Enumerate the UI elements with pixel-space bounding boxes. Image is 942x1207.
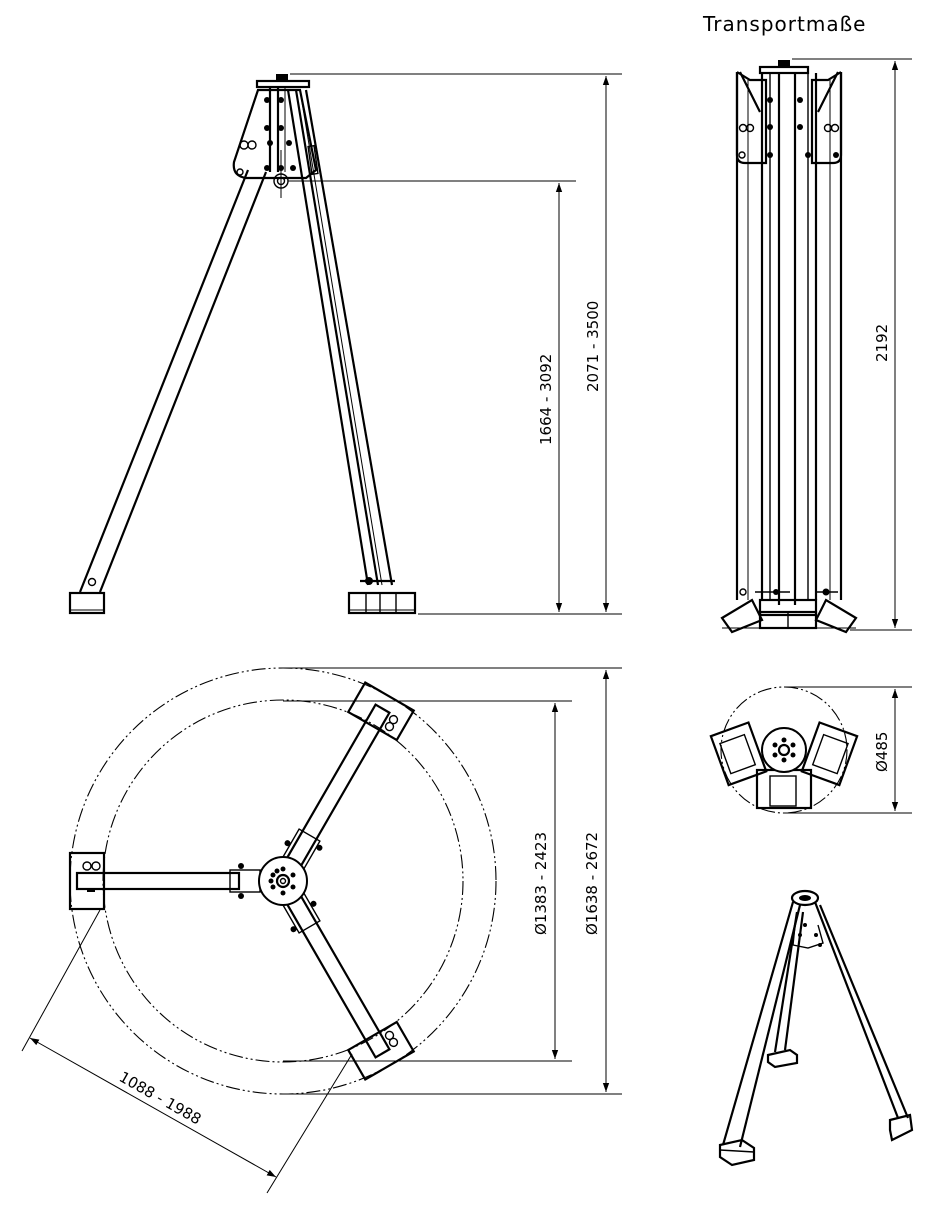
isometric-view (718, 889, 914, 1167)
dim-pivot-height: 1664 - 3092 (537, 354, 555, 445)
dim-transport-diameter: Ø485 (873, 732, 891, 772)
side-view-dimensions: 1664 - 3092 2071 - 3500 (288, 73, 622, 615)
transport-plan-dimensions: Ø485 (784, 686, 912, 814)
dim-leg-span: 1088 - 1988 (116, 1068, 204, 1129)
transport-dimensions-title: Transportmaße (702, 12, 867, 36)
dim-transport-height: 2192 (873, 324, 891, 362)
dim-outer-circle: Ø1638 - 2672 (583, 832, 601, 935)
side-view (68, 74, 417, 615)
dim-inner-circle: Ø1383 - 2423 (532, 832, 550, 935)
transport-plan-view (709, 686, 859, 814)
transport-side-dimensions: 2192 (792, 58, 912, 631)
transport-side-view (720, 60, 858, 634)
dim-total-height: 2071 - 3500 (584, 301, 602, 392)
plan-view (68, 667, 497, 1095)
